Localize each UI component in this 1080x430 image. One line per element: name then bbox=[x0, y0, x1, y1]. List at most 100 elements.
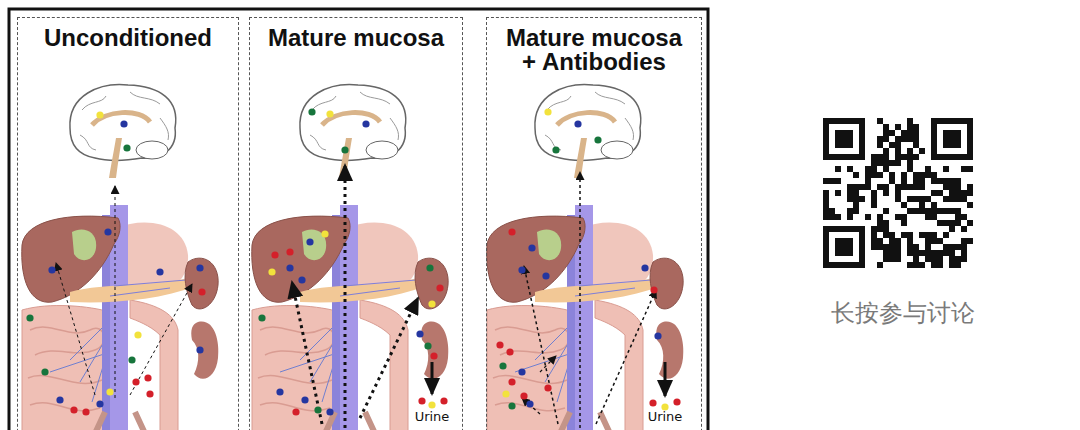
migration-arrow bbox=[56, 263, 95, 395]
migration-arrow bbox=[292, 282, 322, 424]
qr-module bbox=[907, 238, 913, 244]
qr-module bbox=[853, 172, 859, 178]
qr-module bbox=[889, 256, 895, 262]
qr-module bbox=[835, 166, 841, 172]
qr-module bbox=[949, 190, 955, 196]
qr-module bbox=[901, 178, 907, 184]
caption-note: 长按参与讨论 bbox=[780, 300, 1026, 326]
qr-module bbox=[895, 148, 901, 154]
qr-module bbox=[943, 220, 949, 226]
qr-module bbox=[925, 214, 931, 220]
qr-module bbox=[889, 142, 895, 148]
cell-dot bbox=[132, 378, 139, 385]
qr-module bbox=[835, 178, 841, 184]
qr-module bbox=[907, 262, 913, 268]
qr-module bbox=[901, 232, 907, 238]
qr-module bbox=[877, 118, 883, 124]
cell-dot bbox=[286, 248, 293, 255]
cell-dot bbox=[292, 408, 299, 415]
qr-module bbox=[913, 124, 919, 130]
qr-module bbox=[967, 202, 973, 208]
qr-module bbox=[877, 244, 883, 250]
qr-module bbox=[955, 178, 961, 184]
qr-module bbox=[967, 238, 973, 244]
qr-module bbox=[865, 178, 871, 184]
qr-module bbox=[883, 232, 889, 238]
cell-dot bbox=[544, 108, 551, 115]
qr-module bbox=[961, 190, 967, 196]
qr-finder bbox=[835, 130, 853, 148]
cell-dot bbox=[196, 264, 203, 271]
qr-module bbox=[883, 148, 889, 154]
qr-module bbox=[961, 166, 967, 172]
qr-module bbox=[913, 136, 919, 142]
qr-module bbox=[871, 154, 877, 160]
qr-module bbox=[901, 214, 907, 220]
qr-module bbox=[871, 232, 877, 238]
qr-module bbox=[949, 262, 955, 268]
qr-module bbox=[937, 220, 943, 226]
qr-module bbox=[877, 262, 883, 268]
qr-module bbox=[937, 178, 943, 184]
qr-module bbox=[937, 208, 943, 214]
qr-finder bbox=[943, 130, 961, 148]
cell-dot bbox=[276, 388, 283, 395]
cell-dot bbox=[520, 392, 527, 399]
qr-module bbox=[919, 232, 925, 238]
migration-arrow bbox=[360, 298, 418, 418]
qr-module bbox=[889, 232, 895, 238]
qr-module bbox=[931, 190, 937, 196]
cell-dot bbox=[306, 238, 313, 245]
qr-module bbox=[907, 244, 913, 250]
qr-module bbox=[883, 166, 889, 172]
qr-module bbox=[955, 256, 961, 262]
qr-ground bbox=[819, 114, 977, 272]
migration-arrow bbox=[596, 290, 656, 424]
qr-module bbox=[847, 208, 853, 214]
qr-code bbox=[819, 114, 977, 272]
qr-module bbox=[925, 244, 931, 250]
urine-label: Urine bbox=[635, 410, 695, 424]
qr-module bbox=[907, 136, 913, 142]
figure-frame bbox=[9, 9, 708, 430]
qr-module bbox=[889, 238, 895, 244]
cell-dot bbox=[156, 268, 163, 275]
qr-module bbox=[937, 256, 943, 262]
qr-module bbox=[943, 184, 949, 190]
qr-module bbox=[871, 172, 877, 178]
qr-finder bbox=[823, 118, 865, 160]
qr-module bbox=[961, 256, 967, 262]
cell-dot bbox=[134, 331, 141, 338]
cell-dot bbox=[542, 272, 549, 279]
migration-arrow bbox=[344, 165, 347, 428]
cell-dot bbox=[104, 228, 111, 235]
qr-module bbox=[931, 262, 937, 268]
qr-module bbox=[877, 172, 883, 178]
migration-arrow bbox=[664, 362, 667, 396]
cell-dots bbox=[26, 108, 680, 415]
qr-module bbox=[829, 208, 835, 214]
qr-module bbox=[937, 190, 943, 196]
qr-module bbox=[883, 184, 889, 190]
panel-heading: Mature mucosa bbox=[253, 26, 459, 50]
qr-module bbox=[883, 130, 889, 136]
qr-module bbox=[877, 184, 883, 190]
cell-dot bbox=[594, 136, 601, 143]
qr-module bbox=[889, 250, 895, 256]
qr-module bbox=[949, 178, 955, 184]
qr-module bbox=[907, 166, 913, 172]
qr-module bbox=[949, 256, 955, 262]
qr-module bbox=[913, 130, 919, 136]
qr-module bbox=[949, 220, 955, 226]
cell-dot bbox=[198, 288, 205, 295]
body-illustration bbox=[252, 85, 449, 430]
qr-module bbox=[907, 148, 913, 154]
qr-module bbox=[859, 196, 865, 202]
migration-arrow bbox=[130, 284, 192, 395]
qr-module bbox=[949, 226, 955, 232]
qr-module bbox=[949, 250, 955, 256]
cell-dot bbox=[286, 264, 293, 271]
qr-finder bbox=[823, 226, 865, 268]
qr-module bbox=[835, 190, 841, 196]
qr-module bbox=[937, 238, 943, 244]
